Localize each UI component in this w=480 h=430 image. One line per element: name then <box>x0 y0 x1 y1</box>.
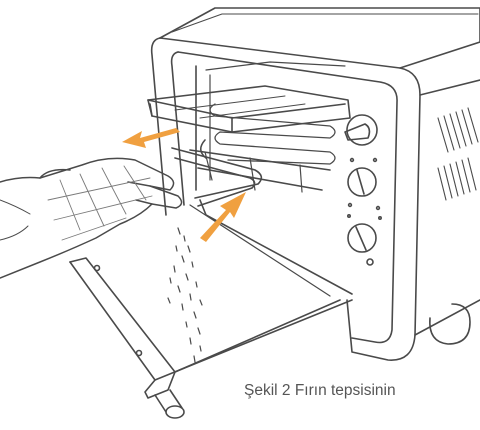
tray-handle-icon <box>171 139 263 207</box>
arrow-in-icon <box>200 192 246 242</box>
toaster-oven-icon <box>150 7 480 361</box>
baking-tray-icon <box>147 85 351 193</box>
figure-caption: Şekil 2 Fırın tepsisinin <box>244 382 396 399</box>
crumb-tray <box>69 199 353 419</box>
crumbs-icon <box>167 227 203 363</box>
control-knob-icon <box>344 114 382 266</box>
arrow-out-icon <box>122 128 180 148</box>
oven-mitt-icon <box>0 157 183 279</box>
